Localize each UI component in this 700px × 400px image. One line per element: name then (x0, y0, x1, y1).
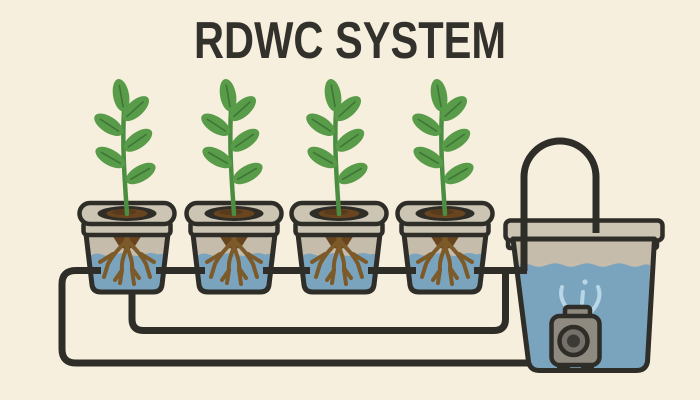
grow-buckets (80, 78, 493, 292)
pipe-network (128, 272, 509, 334)
connector-pipes (58, 267, 536, 367)
grow-bucket-4 (398, 78, 493, 292)
front-pipes (474, 137, 600, 274)
grow-bucket-3 (292, 78, 387, 292)
grow-bucket-2 (187, 78, 282, 292)
return-pipe-arc (520, 137, 600, 271)
reservoir-outline (510, 236, 657, 373)
water-pump-icon (549, 304, 602, 372)
bottom-return-pipe (58, 267, 536, 367)
grow-bucket-1 (80, 78, 175, 292)
drain-pipe (128, 272, 509, 334)
reservoir (503, 218, 665, 373)
page-title: RDWC SYSTEM (194, 12, 506, 70)
